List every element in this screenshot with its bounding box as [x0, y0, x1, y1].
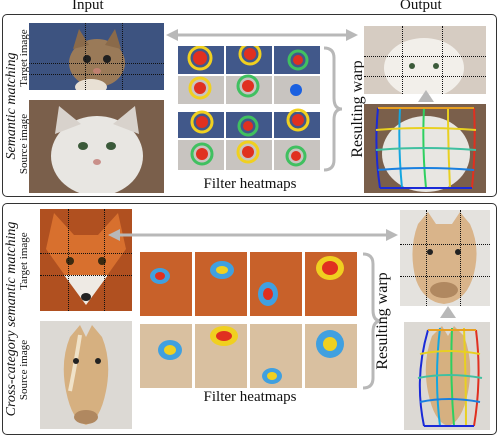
source-heatmap-row-2 [178, 140, 320, 170]
double-arrow-1 [166, 29, 358, 41]
double-arrow-2 [108, 229, 398, 241]
heatmap-grid-1 [178, 42, 320, 170]
output-warped-horse-image [400, 210, 490, 306]
target-heatmap-row [178, 42, 320, 74]
output-warp-grid-horse-image [404, 322, 490, 430]
warp-grid-horse [404, 322, 490, 430]
warped-cat-illustration [364, 26, 486, 94]
warp-grid-cat [364, 104, 486, 193]
target-fox-image [40, 209, 132, 311]
input-header: Input [72, 0, 104, 13]
fox-horse-heatmaps [140, 252, 357, 388]
filter-heatmaps-caption: Filter heatmaps [203, 176, 297, 192]
output-header: Output [400, 0, 442, 13]
horse-heatmap-row [140, 324, 357, 388]
fox-illustration [40, 209, 132, 311]
up-arrow-2 [440, 306, 456, 318]
source-image-label-2: Source image [18, 339, 30, 401]
source-heatmap-row-1 [178, 74, 320, 104]
bracket-2 [362, 252, 382, 390]
heatmap-grid-2 [140, 252, 360, 390]
output-warped-cat-image [364, 26, 486, 94]
kitten-illustration [29, 23, 164, 90]
fox-heatmap-row [140, 252, 357, 316]
filter-heatmaps-caption-2: Filter heatmaps [203, 389, 297, 405]
target-image-label-2: Target image [18, 232, 30, 290]
bracket-1 [323, 46, 343, 172]
cat-heatmaps [178, 42, 320, 170]
source-horse-image [40, 321, 132, 429]
target-kitten-image [29, 23, 164, 90]
warped-horse-illustration [400, 210, 490, 306]
cat-illustration [29, 100, 164, 193]
semantic-matching-panel [2, 14, 497, 197]
cross-category-panel [2, 203, 497, 435]
horse-illustration [40, 321, 132, 429]
output-warp-grid-image [364, 104, 486, 193]
source-cat-image [29, 100, 164, 193]
up-arrow-1 [418, 90, 434, 102]
target-heatmap-row-2 [178, 108, 320, 138]
resulting-warp-label-2: Resulting warp [374, 272, 391, 370]
